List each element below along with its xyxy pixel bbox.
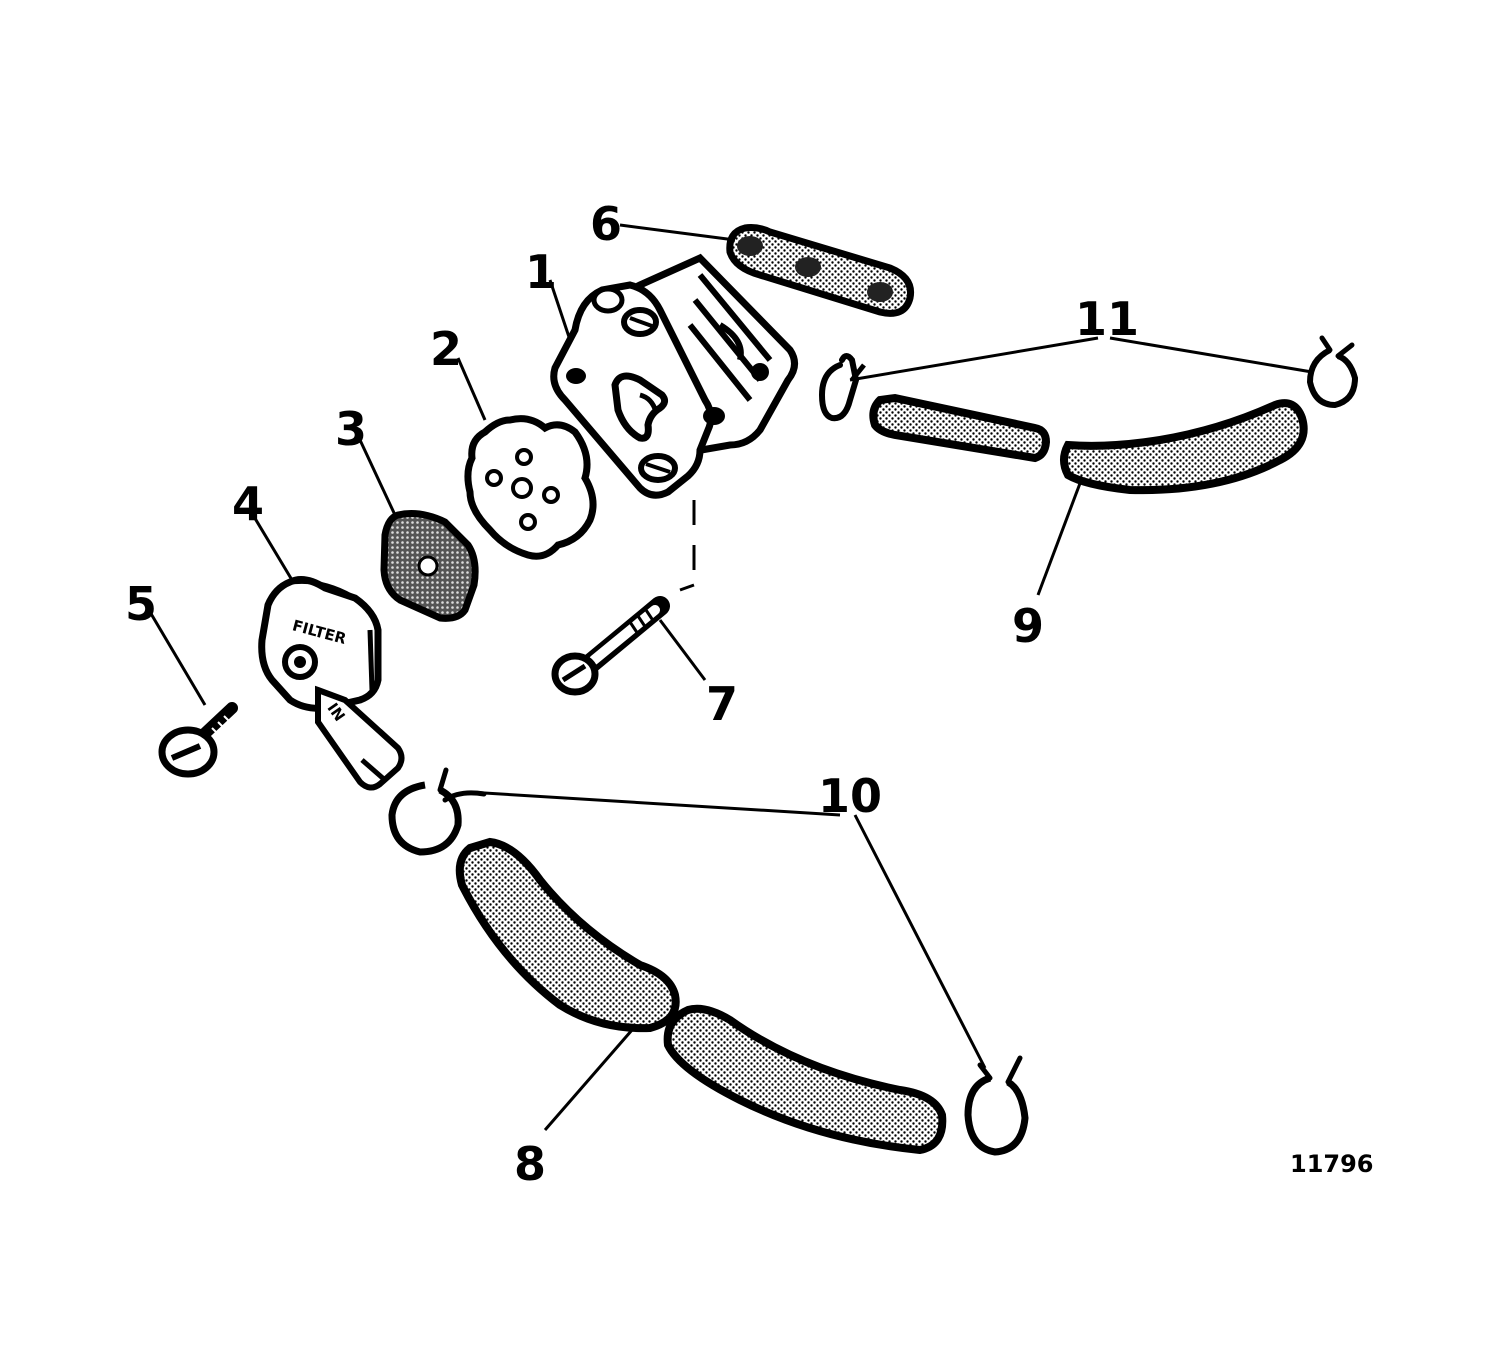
figure-number: 11796 xyxy=(1290,1150,1374,1178)
callout-11: 11 xyxy=(1075,292,1139,346)
leader-7b xyxy=(679,500,696,592)
callout-4: 4 xyxy=(232,477,264,531)
square-gasket-icon xyxy=(380,510,479,622)
callout-labels: 1 2 3 4 5 6 7 8 9 10 11 xyxy=(125,197,1139,1191)
leader-11 xyxy=(849,336,1313,382)
callout-7: 7 xyxy=(706,677,738,731)
callout-2: 2 xyxy=(430,322,462,376)
callout-8: 8 xyxy=(514,1137,546,1191)
leader-7 xyxy=(658,619,707,681)
leader-4 xyxy=(248,509,294,581)
hose-clamp-upper-icon xyxy=(818,335,1359,422)
fuel-hose-lower-icon xyxy=(455,837,947,1155)
leader-10 xyxy=(467,790,987,1069)
filter-screw-icon xyxy=(158,702,238,778)
mounting-gasket-icon xyxy=(726,224,915,317)
callout-5: 5 xyxy=(125,577,157,631)
leader-1 xyxy=(548,279,572,341)
callout-1: 1 xyxy=(525,245,557,299)
fuel-hose-upper-icon xyxy=(869,393,1308,495)
callout-6: 6 xyxy=(590,197,622,251)
leader-5 xyxy=(148,611,207,706)
leader-2 xyxy=(456,357,487,421)
filter-cover-icon: FILTER IN xyxy=(258,576,405,791)
fuel-pump-body-icon xyxy=(550,253,798,499)
leader-8 xyxy=(543,1029,634,1131)
pump-screw-icon xyxy=(551,596,670,696)
leader-6 xyxy=(619,223,736,242)
leader-9 xyxy=(1036,477,1084,596)
callout-3: 3 xyxy=(335,402,367,456)
leader-lines xyxy=(148,223,1313,1131)
leader-3 xyxy=(358,439,397,516)
diaphragm-plate-icon xyxy=(464,415,597,560)
hose-clamp-lower-icon xyxy=(388,767,1029,1156)
callout-10: 10 xyxy=(818,769,882,823)
callout-9: 9 xyxy=(1012,599,1044,653)
